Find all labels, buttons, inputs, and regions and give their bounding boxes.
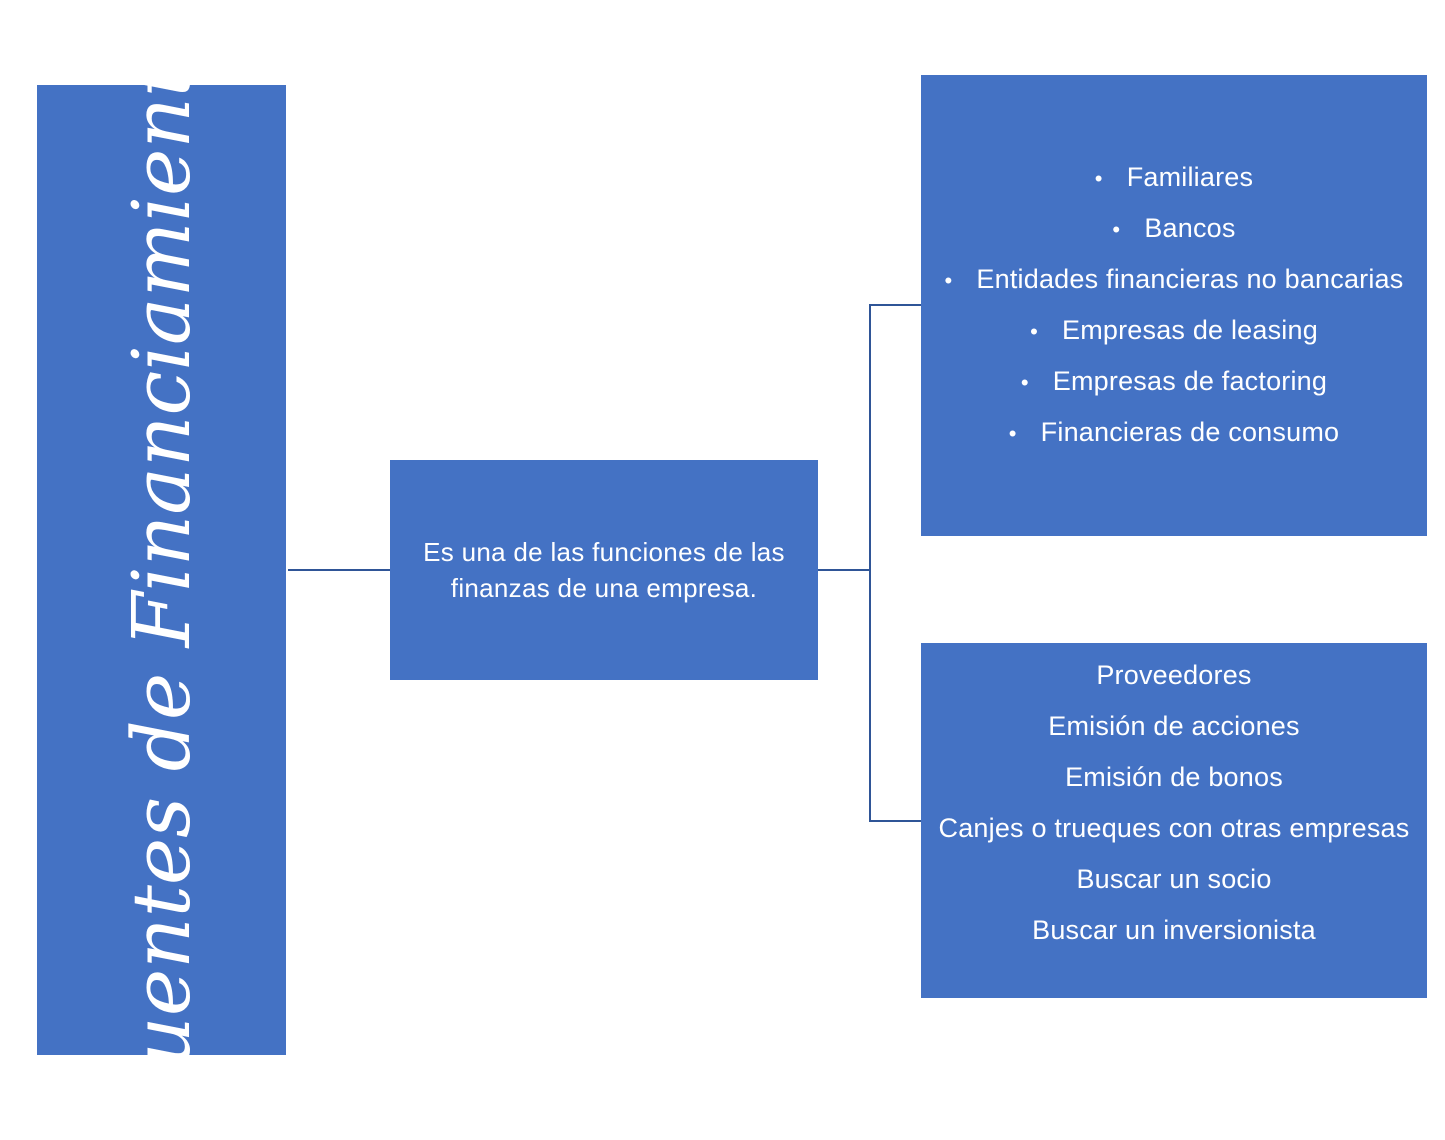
list-item: Proveedores — [1096, 660, 1252, 690]
diagram-title: Fuentes de Financiamiento — [114, 16, 208, 1124]
bullet-icon: • — [1020, 370, 1029, 395]
list-item-label: Bancos — [1144, 213, 1236, 243]
list-item-label: Empresas de leasing — [1061, 315, 1318, 345]
list-item: • Bancos — [921, 211, 1427, 262]
list-item: • Entidades financieras no bancarias — [921, 262, 1427, 313]
list-item: Buscar un inversionista — [1032, 915, 1316, 945]
list-item: Buscar un socio — [1076, 864, 1272, 894]
list-item-label: Financieras de consumo — [1040, 417, 1340, 447]
bullet-icon: • — [1030, 319, 1038, 344]
list-item-label: Entidades financieras no bancarias — [976, 264, 1404, 294]
other-sources-box: Proveedores Emisión de acciones Emisión … — [921, 643, 1427, 998]
list-item: • Empresas de factoring — [921, 364, 1427, 415]
list-item: • Financieras de consumo — [921, 415, 1427, 466]
bullet-icon: • — [1008, 421, 1017, 446]
list-item: Emisión de acciones — [1048, 711, 1300, 741]
definition-box: Es una de las funciones de las finanzas … — [390, 460, 818, 680]
formal-sources-box: •Familiares •Bancos •Entidades financier… — [921, 75, 1427, 536]
list-item-label: Empresas de factoring — [1052, 366, 1328, 396]
bullet-icon: • — [1112, 217, 1121, 242]
title-box: Fuentes de Financiamiento — [37, 17, 286, 1123]
definition-text: Es una de las funciones de las finanzas … — [423, 537, 785, 603]
bullet-icon: • — [1094, 166, 1103, 191]
bullet-icon: • — [944, 268, 953, 293]
list-item: • Empresas de leasing — [921, 313, 1427, 364]
list-item-label: Familiares — [1126, 162, 1254, 192]
formal-sources-list: •Familiares •Bancos •Entidades financier… — [921, 160, 1427, 466]
list-item: Canjes o trueques con otras empresas — [938, 813, 1410, 843]
list-item: Emisión de bonos — [1065, 762, 1283, 792]
list-item: • Familiares — [921, 160, 1427, 211]
